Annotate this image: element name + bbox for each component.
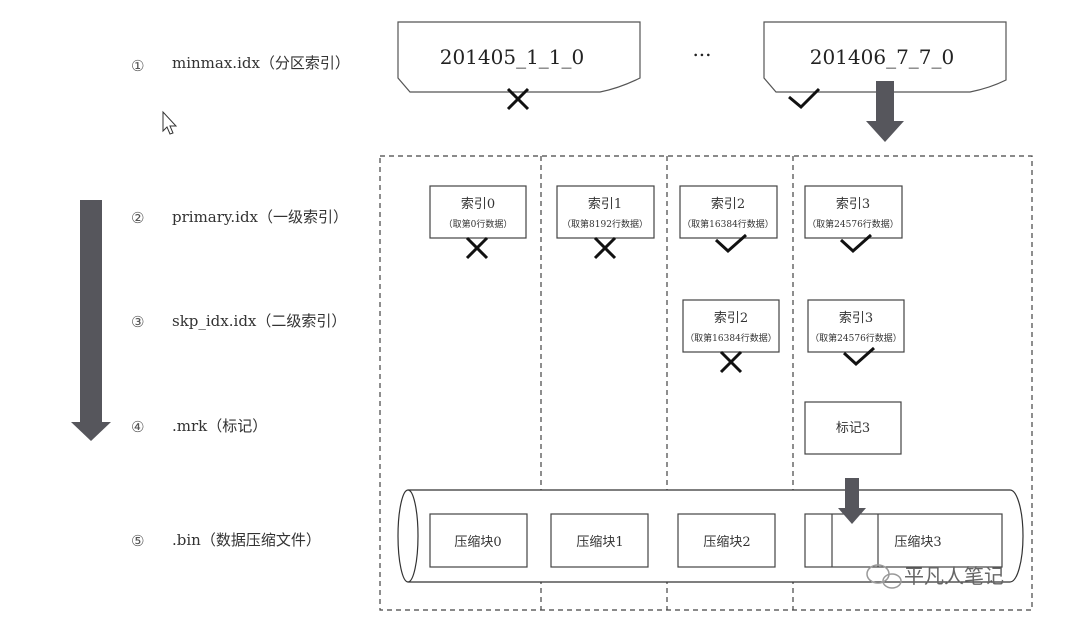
primary-index-box-0: 索引0 （取第0行数据） <box>429 185 527 239</box>
cross-icon <box>719 350 743 374</box>
primary-index-box-3: 索引3 （取第24576行数据） <box>804 185 903 239</box>
row-number-4: ④ <box>131 418 144 436</box>
check-icon <box>842 346 875 367</box>
check-icon <box>788 87 821 110</box>
row-label-minmax: minmax.idx（分区索引） <box>172 54 350 72</box>
primary-index-title: 索引3 <box>836 197 870 212</box>
row-number-2: ② <box>131 209 144 227</box>
mouse-cursor-icon <box>162 110 178 135</box>
partition-ellipsis: ... <box>692 37 711 61</box>
wechat-icon <box>866 564 902 589</box>
compressed-block-2: 压缩块2 <box>677 513 776 568</box>
row-number-3: ③ <box>131 313 144 331</box>
row-label-primary: primary.idx（一级索引） <box>172 208 348 226</box>
left-down-arrow-icon <box>71 200 111 441</box>
primary-index-title: 索引0 <box>461 197 495 212</box>
cross-icon <box>593 236 617 260</box>
skip-index-sub: （取第24576行数据） <box>810 332 902 344</box>
skip-index-box-2: 索引2 （取第16384行数据） <box>682 299 780 353</box>
row-label-skip: skp_idx.idx（二级索引） <box>172 312 346 330</box>
primary-index-sub: （取第24576行数据） <box>807 218 899 230</box>
skip-index-title: 索引2 <box>714 311 748 326</box>
partition-201405-label: 201405_1_1_0 <box>440 45 585 69</box>
primary-index-box-2: 索引2 （取第16384行数据） <box>679 185 778 239</box>
skip-index-box-3: 索引3 （取第24576行数据） <box>807 299 905 353</box>
partition-201406-label: 201406_7_7_0 <box>810 45 955 69</box>
check-icon <box>714 233 747 254</box>
row-label-bin: .bin（数据压缩文件） <box>172 531 321 549</box>
primary-index-box-1: 索引1 （取第8192行数据） <box>556 185 655 239</box>
cross-icon <box>465 236 489 260</box>
partition-201406 <box>763 21 1007 93</box>
mark-label: 标记3 <box>836 421 870 436</box>
compressed-block-0: 压缩块0 <box>429 513 528 568</box>
right-down-arrow-icon <box>866 81 904 142</box>
compressed-block-3: 压缩块3 <box>804 513 1003 568</box>
partition-201405 <box>397 21 641 93</box>
primary-index-sub: （取第16384行数据） <box>682 218 774 230</box>
compressed-block-label: 压缩块3 <box>894 534 941 550</box>
primary-index-title: 索引2 <box>711 197 745 212</box>
skip-index-title: 索引3 <box>839 311 873 326</box>
compressed-block-label: 压缩块2 <box>703 534 750 550</box>
mark-to-block-arrow-icon <box>838 478 866 524</box>
compressed-block-label: 压缩块0 <box>454 534 501 550</box>
primary-index-title: 索引1 <box>588 197 622 212</box>
primary-index-sub: （取第0行数据） <box>444 218 513 230</box>
compressed-block-label: 压缩块1 <box>576 534 623 550</box>
compressed-block-1: 压缩块1 <box>550 513 649 568</box>
cross-icon <box>506 87 530 111</box>
watermark-text: 平凡人笔记 <box>904 564 1004 588</box>
row-label-mark: .mrk（标记） <box>172 417 267 435</box>
row-number-5: ⑤ <box>131 532 144 550</box>
skip-index-sub: （取第16384行数据） <box>685 332 777 344</box>
check-icon <box>839 233 872 254</box>
primary-index-sub: （取第8192行数据） <box>562 218 648 230</box>
mark-box-3: 标记3 <box>804 401 902 455</box>
row-number-1: ① <box>131 57 144 75</box>
